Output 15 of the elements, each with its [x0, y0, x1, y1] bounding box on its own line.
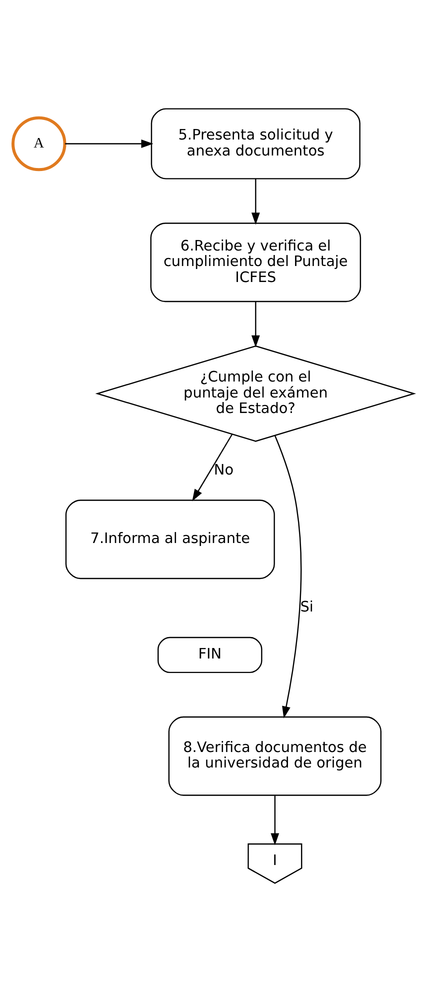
- node-box: 8.Verifica documentos de la universidad de origen: [168, 716, 382, 796]
- node-box: FIN: [158, 636, 262, 673]
- arrow: [192, 434, 233, 501]
- arrow: [274, 435, 302, 718]
- arrow: [251, 178, 260, 224]
- arrow: [65, 139, 154, 148]
- node-box: 7.Informa al aspirante: [65, 499, 275, 579]
- node-box: 5.Presenta solicitud y anexa documentos: [150, 108, 360, 179]
- edge-label: No: [214, 462, 234, 478]
- arrow: [251, 301, 260, 347]
- node-circle: A: [11, 116, 66, 171]
- arrow: [270, 795, 280, 845]
- node-diamond: ¿Cumple con el puntaje del exámen de Estado?: [95, 344, 416, 442]
- node-box: 6.Recibe y verifica el cumplimiento del Puntaje ICFES: [150, 222, 362, 302]
- edge-label: Si: [300, 599, 314, 616]
